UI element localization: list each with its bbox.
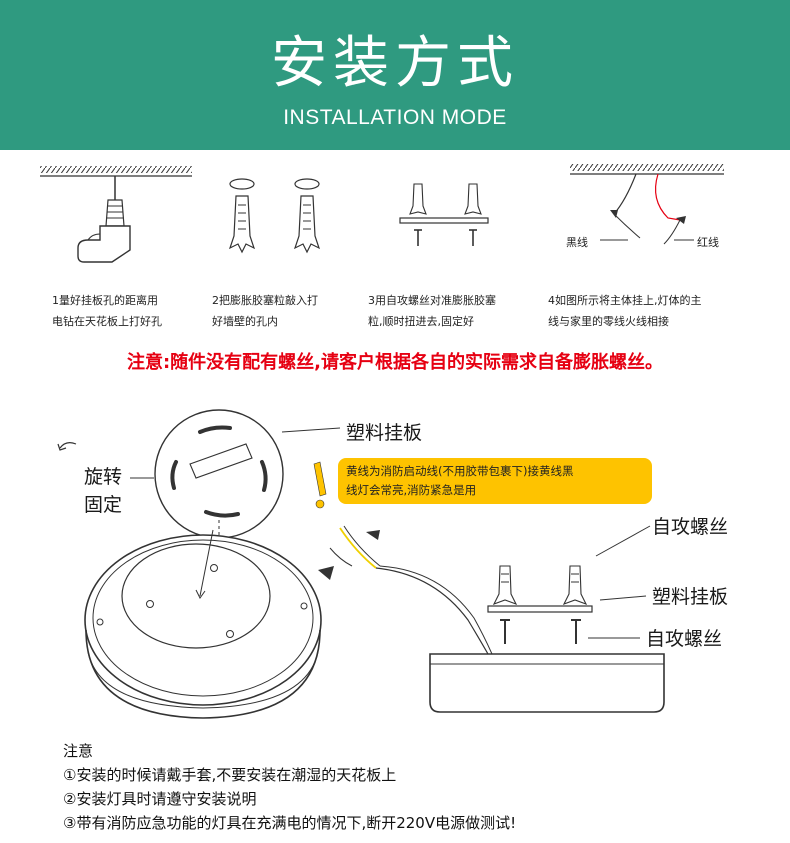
self-tapping-screw-label-1: 自攻螺丝 [652, 516, 729, 538]
drill-illustration [40, 166, 192, 263]
header-banner: 安装方式 INSTALLATION MODE [0, 0, 790, 150]
step-4-line-1: 4如图所示将主体挂上,灯体的主 [548, 294, 702, 307]
screw-plate-illustration [399, 183, 489, 246]
step-4-text: 4如图所示将主体挂上,灯体的主 线与家里的零线火线相接 [548, 290, 702, 332]
rotate-label: 旋转 [84, 466, 123, 488]
note-item-3: ③带有消防应急功能的灯具在充满电的情况下,断开220V电源做测试! [63, 814, 517, 832]
notes-title: 注意 [63, 742, 94, 760]
note-item-1: ①安装的时候请戴手套,不要安装在潮湿的天花板上 [63, 766, 397, 784]
step-2-text: 2把膨胀胶塞粒敲入打 好墙壁的孔内 [212, 290, 318, 332]
wiring-illustration [570, 164, 724, 245]
step-2-line-2: 好墙壁的孔内 [212, 315, 278, 328]
lamp-body-diagram [84, 529, 322, 719]
note-item-2: ②安装灯具时请遵守安装说明 [63, 790, 257, 808]
self-tapping-screw-label-2: 自攻螺丝 [646, 628, 723, 650]
red-wire-label: 红线 [697, 236, 719, 249]
fix-label: 固定 [84, 494, 123, 516]
yellow-wire-callout: 黄线为消防启动线(不用胶带包裹下)接黄线黑 线灯会常亮,消防紧急是用 [338, 458, 652, 504]
step-3-text: 3用自攻螺丝对准膨胀胶塞 粒,顺时扭进去,固定好 [368, 290, 496, 332]
callout-line-1: 黄线为消防启动线(不用胶带包裹下)接黄线黑 [346, 464, 574, 478]
lamp-wires-diagram [313, 461, 493, 655]
plastic-plate-label-top: 塑料挂板 [346, 422, 423, 444]
step-3-line-2: 粒,顺时扭进去,固定好 [368, 315, 474, 328]
plastic-plate-label-side: 塑料挂板 [652, 586, 729, 608]
step-1-line-1: 1量好挂板孔的距离用 [52, 294, 158, 307]
side-view-diagram [429, 525, 665, 713]
round-plate-diagram [57, 409, 341, 540]
anchor-plugs-illustration [228, 178, 321, 254]
screw-notice: 注意:随件没有配有螺丝,请客户根据各自的实际需求自备膨胀螺丝。 [126, 352, 664, 373]
callout-line-2: 线灯会常亮,消防紧急是用 [346, 483, 477, 497]
black-wire-label: 黑线 [566, 236, 588, 249]
step-3-line-1: 3用自攻螺丝对准膨胀胶塞 [368, 294, 496, 307]
step-2-line-1: 2把膨胀胶塞粒敲入打 [212, 294, 318, 307]
step-1-line-2: 电钻在天花板上打好孔 [52, 315, 162, 328]
page-title: 安装方式 [271, 31, 519, 96]
step-4-line-2: 线与家里的零线火线相接 [548, 315, 669, 328]
step-1-text: 1量好挂板孔的距离用 电钻在天花板上打好孔 [52, 290, 162, 332]
page-subtitle: INSTALLATION MODE [283, 106, 507, 129]
